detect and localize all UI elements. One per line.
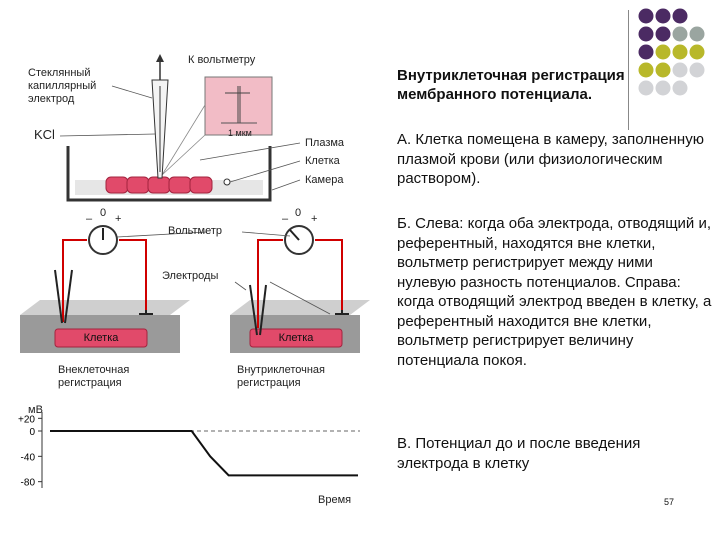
cell-right [249,328,343,348]
decor-dot [689,26,705,42]
zero-left: 0 [100,207,107,219]
x-axis-label: Время [318,494,352,506]
y-tick-label: +20 [18,414,35,425]
scale-label: 1 мкм [228,128,252,138]
y-axis-label: мВ [28,404,43,416]
decor-dot [655,62,671,78]
decor-dot [655,80,671,96]
figure-b [20,225,370,353]
paragraph-c: В. Потенциал до и после введения электро… [397,435,641,472]
decor-dot [655,44,671,60]
arrow-up-icon [156,54,164,62]
page-number: 57 [664,497,675,507]
cell-row [105,176,213,194]
decor-dot [672,26,688,42]
y-tick-label: -80 [21,478,36,489]
decor-dot [672,8,688,24]
decor-dot [689,62,705,78]
decor-dot [638,44,654,60]
chamber-label: Камера [305,174,344,186]
to-voltmeter-label: К вольтметру [188,54,256,66]
decor-dot [638,80,654,96]
cell-left [54,328,148,348]
decor-dot [655,26,671,42]
cell-right-label: Клетка [278,332,314,344]
y-tick-label: -40 [21,452,36,463]
decor-dots [638,8,705,96]
decor-dot [638,62,654,78]
decor-dot [655,8,671,24]
minus-left: – [86,213,93,225]
decor-dot [672,62,688,78]
y-tick-label: 0 [29,427,35,438]
paragraph-a: А. Клетка помещена в камеру, заполненную… [397,131,704,187]
chamber [66,146,272,202]
voltmeter-label: Вольтметр [168,225,223,237]
kcl-label: KCl [34,127,55,142]
slide-title: Внутриклеточная регистрация мембранного … [397,67,625,103]
decor-dot [689,44,705,60]
plasma-label: Плазма [305,137,345,149]
plus-right: + [311,213,318,225]
decor-line [628,10,629,130]
decor-dot [672,44,688,60]
zero-right: 0 [295,207,302,219]
decor-dot [638,8,654,24]
electrodes-label: Электроды [162,270,219,282]
membrane-potential-trace [50,430,358,477]
caption-intracellular: Внутриклеточная регистрация [237,364,325,389]
potential-chart: +20 0 -40 -80 [18,412,360,489]
decor-dot [638,26,654,42]
cell-label: Клетка [305,155,340,167]
cell-left-label: Клетка [83,332,119,344]
paragraph-b: Б. Слева: когда оба электрода, отводящий… [397,215,712,369]
minus-right: – [282,213,289,225]
plus-left: + [115,213,122,225]
electrode-label: Стеклянный капиллярный электрод [28,67,97,105]
caption-extracellular: Внеклеточная регистрация [58,364,130,389]
decor-dot [672,80,688,96]
figure-a [59,54,301,202]
